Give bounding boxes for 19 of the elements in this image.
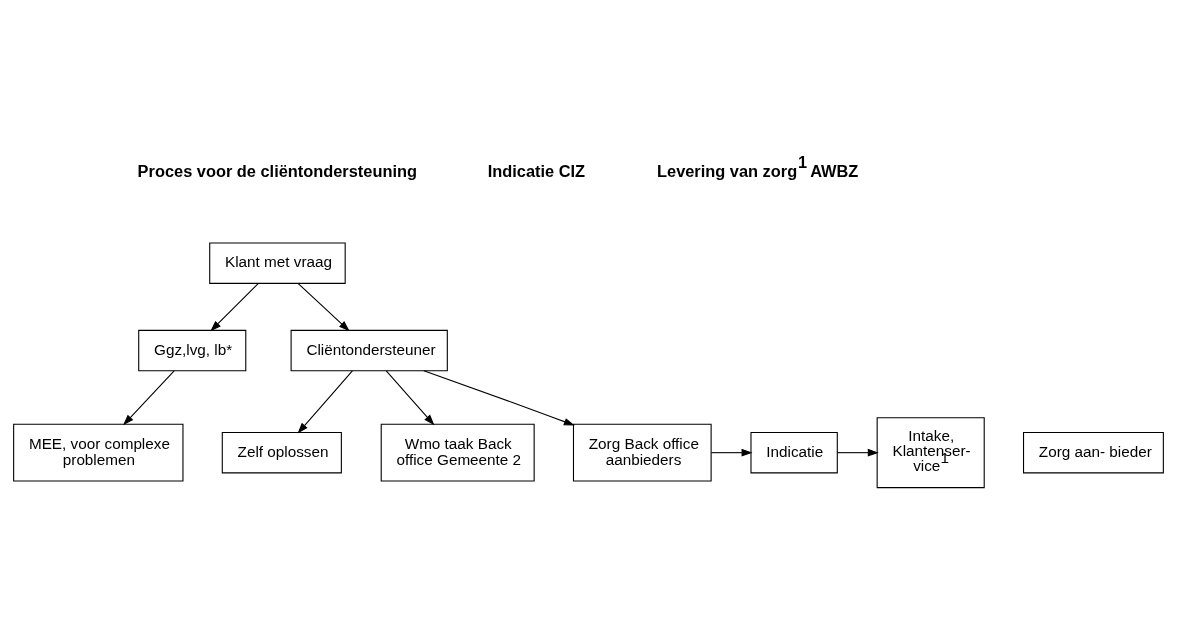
arrow bbox=[385, 369, 435, 425]
node-box: Wmo taak Back office Gemeente 2 bbox=[380, 423, 535, 482]
arrow bbox=[123, 369, 175, 425]
label: Proces voor de cliëntondersteuning bbox=[137, 161, 417, 180]
arrow bbox=[710, 448, 753, 456]
arrow bbox=[210, 282, 259, 331]
node-box: MEE, voor complexe problemen bbox=[13, 423, 184, 482]
arrow bbox=[423, 369, 575, 426]
node-box: Zorg aan- bieder bbox=[1023, 431, 1164, 473]
node-box: Ggz,lvg, lb* bbox=[138, 329, 247, 371]
node-box: Indicatie bbox=[750, 431, 838, 473]
arrow bbox=[836, 448, 879, 456]
arrow bbox=[297, 369, 353, 434]
label: Indicatie CIZ bbox=[487, 161, 586, 180]
arrow bbox=[297, 282, 350, 331]
node-box: Zelf oplossen bbox=[221, 431, 342, 473]
node-box: Zorg Back office aanbieders bbox=[572, 423, 712, 482]
node-box: Cliëntondersteuner bbox=[290, 329, 448, 371]
node-box: Klant met vraag bbox=[209, 241, 346, 284]
